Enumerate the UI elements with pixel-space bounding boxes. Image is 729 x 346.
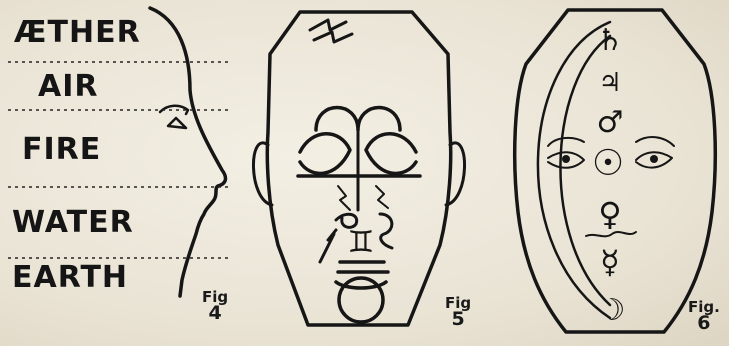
left-brow xyxy=(548,138,584,146)
sagittarius-sign xyxy=(320,230,336,262)
fig5-face xyxy=(253,12,464,325)
element-label-earth: EARTH xyxy=(12,263,128,293)
jupiter-icon: ♃ xyxy=(590,70,630,96)
right-brow-arc xyxy=(366,134,416,174)
moon-icon: ☽ xyxy=(592,296,632,326)
left-pupil xyxy=(562,155,570,163)
fig5-number: 5 xyxy=(445,310,471,328)
leo-sign xyxy=(380,214,392,248)
element-label-water: WATER xyxy=(12,208,134,238)
mercury-icon: ☿ xyxy=(590,246,630,278)
fig5-caption: Fig 5 xyxy=(445,296,471,328)
left-cheek-sign xyxy=(338,186,350,210)
libra-bars xyxy=(338,262,388,272)
fig6-number: 6 xyxy=(688,314,720,332)
aquarius-forehead-sign xyxy=(310,20,352,42)
element-label-fire: FIRE xyxy=(22,135,101,165)
eye-triangle xyxy=(168,118,186,128)
saturn-icon: ♄ xyxy=(590,26,630,56)
mars-icon: ♂ xyxy=(590,108,630,138)
element-label-aether: ÆTHER xyxy=(14,18,141,48)
fig4-number: 4 xyxy=(202,304,228,322)
right-pupil xyxy=(650,155,658,163)
right-brow xyxy=(636,137,674,146)
taurus-chin-circle xyxy=(339,278,383,322)
element-label-air: AIR xyxy=(38,72,98,102)
left-brow-arc xyxy=(300,134,350,174)
right-cheek-sign xyxy=(376,186,388,208)
aries-sign xyxy=(316,108,400,131)
taurus-horns xyxy=(336,282,386,288)
venus-icon: ♀ xyxy=(590,198,630,230)
face-profile-line xyxy=(150,8,225,296)
gemini-icon: ♊ xyxy=(341,228,381,258)
fig4-caption: Fig 4 xyxy=(202,290,228,322)
sun-icon: ☉ xyxy=(588,146,628,182)
fig4-profile xyxy=(150,8,225,296)
fig6-caption: Fig. 6 xyxy=(688,300,720,332)
